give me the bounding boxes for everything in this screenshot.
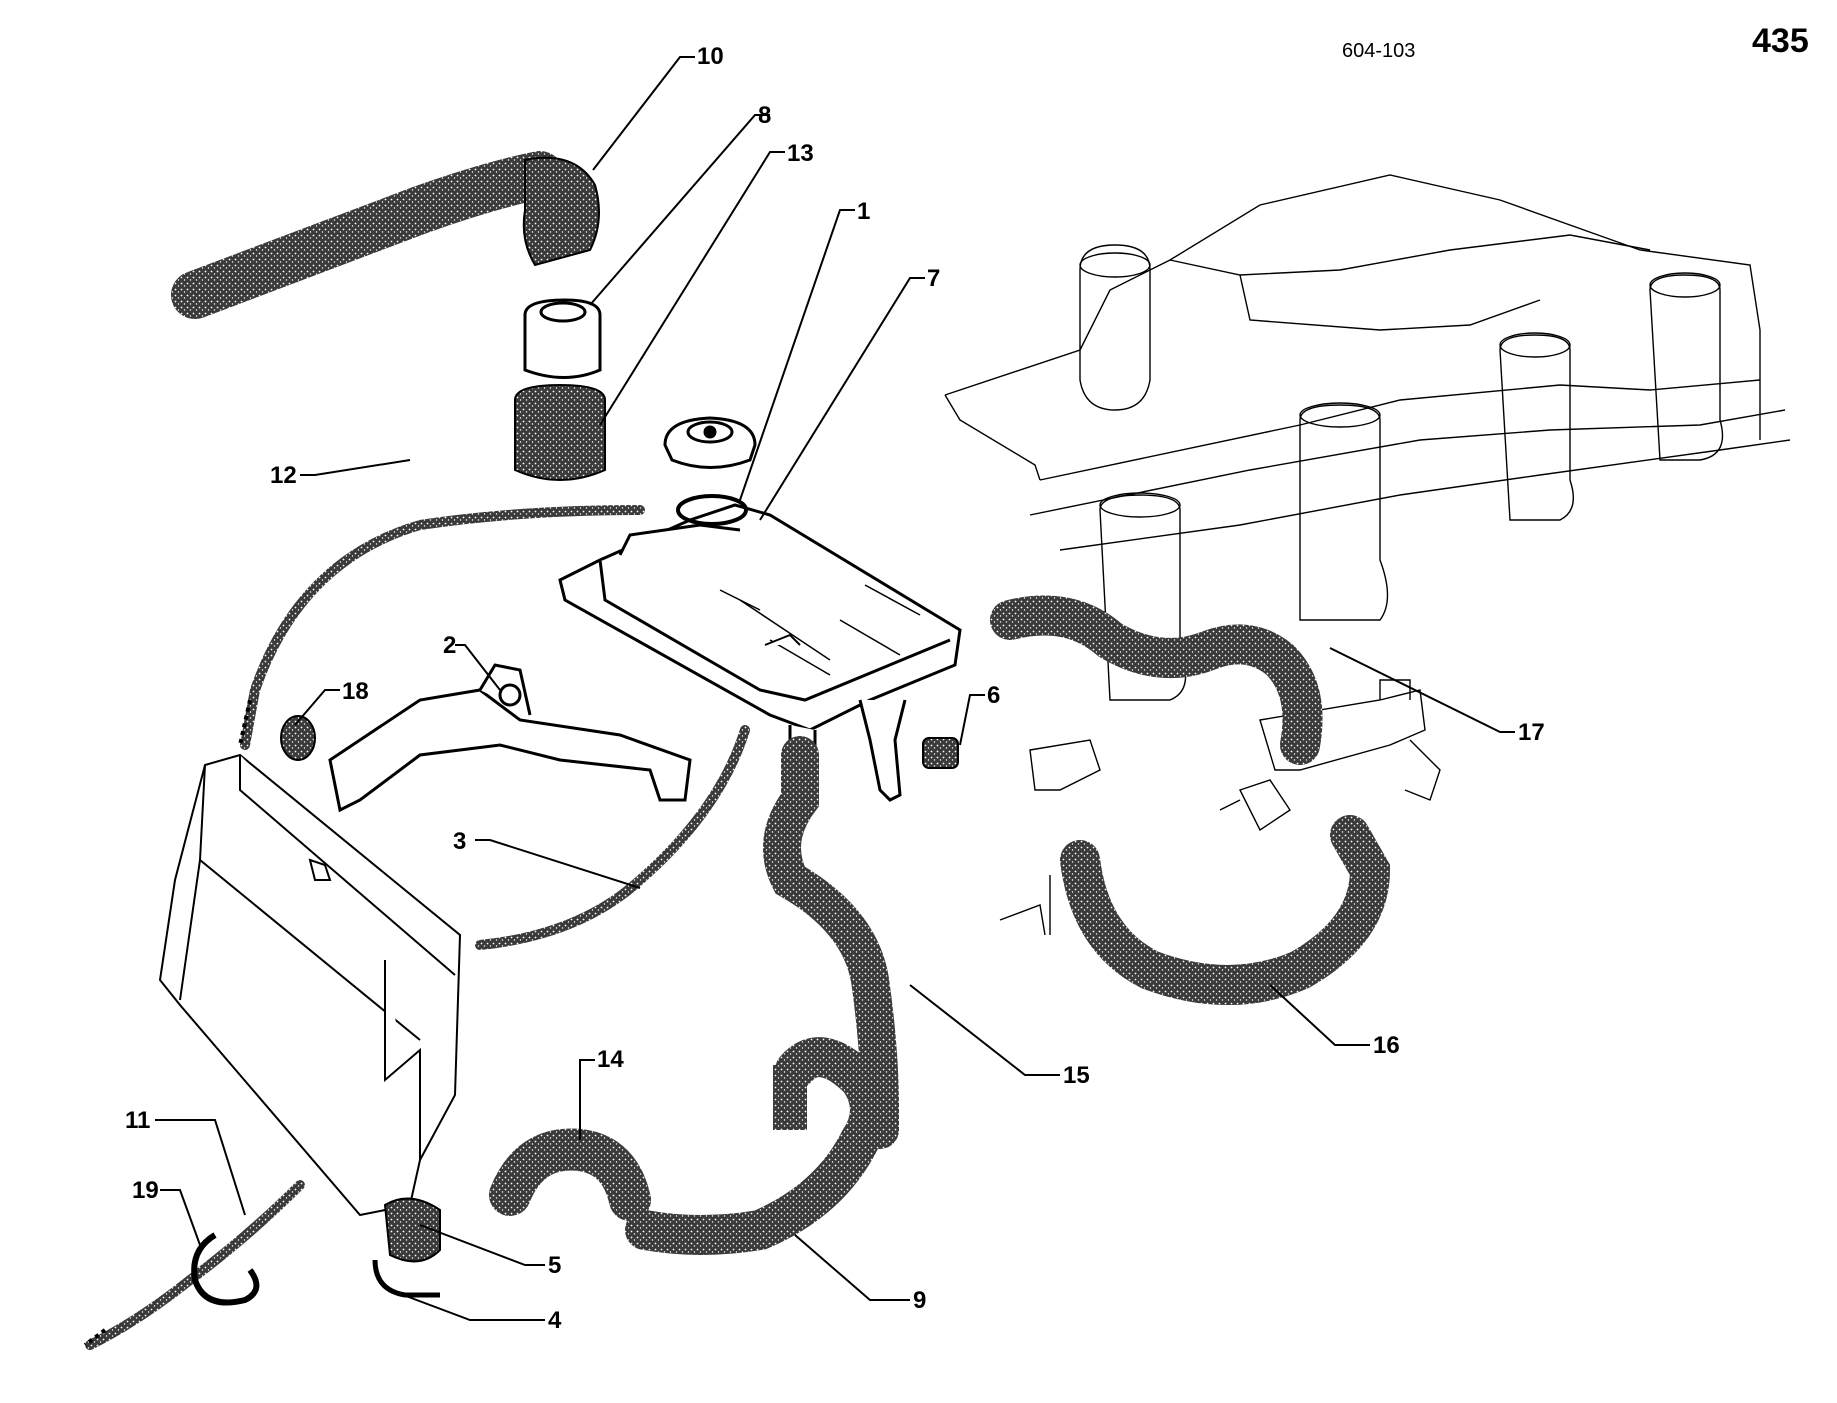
grommet-6 [922,737,959,769]
hose-coupling-8 [523,298,602,379]
callout-3: 3 [453,828,467,855]
clamp-block-5 [383,1197,441,1263]
hose-clip-19 [191,1232,260,1306]
callout-9: 9 [913,1287,927,1314]
elbow-hose-14 [489,1128,651,1221]
callout-2: 2 [443,632,457,659]
overflow-hose-12 [240,505,645,750]
tank-bracket-2 [328,663,692,813]
page-number: 435 [1752,22,1809,60]
engine-block [944,174,1791,936]
hose-sleeve-13 [514,383,606,481]
y-hose-9 [625,1037,890,1255]
callout-1: 1 [857,198,871,225]
reference-code: 604-103 [1342,40,1416,62]
callout-15: 15 [1063,1062,1090,1089]
vent-hose-3 [475,725,750,950]
callout-18: 18 [342,678,369,705]
radiator-cap-1 [663,416,757,469]
leader-lines [155,56,1515,1321]
callout-13: 13 [787,140,814,167]
bypass-hose-16 [1060,815,1391,1005]
filler-gasket [676,494,748,526]
callout-12: 12 [270,462,297,489]
radiator [158,753,462,1217]
coolant-hose-15 [763,736,899,1149]
callout-5: 5 [548,1252,562,1279]
callout-19: 19 [132,1177,159,1204]
upper-hose-10 [171,151,600,319]
callout-8: 8 [758,102,772,129]
callout-14: 14 [597,1046,624,1073]
heater-hose-17 [990,595,1323,765]
callout-17: 17 [1518,719,1545,746]
callout-7: 7 [927,265,941,292]
drain-hose-11 [85,1180,305,1350]
callout-6: 6 [987,682,1001,709]
callout-11: 11 [125,1107,151,1134]
grommet-18 [280,715,316,761]
callout-4: 4 [548,1307,562,1334]
expansion-tank-7 [558,503,962,802]
callout-10: 10 [697,43,724,70]
clamp-strap-4 [372,1259,440,1298]
callout-16: 16 [1373,1032,1400,1059]
